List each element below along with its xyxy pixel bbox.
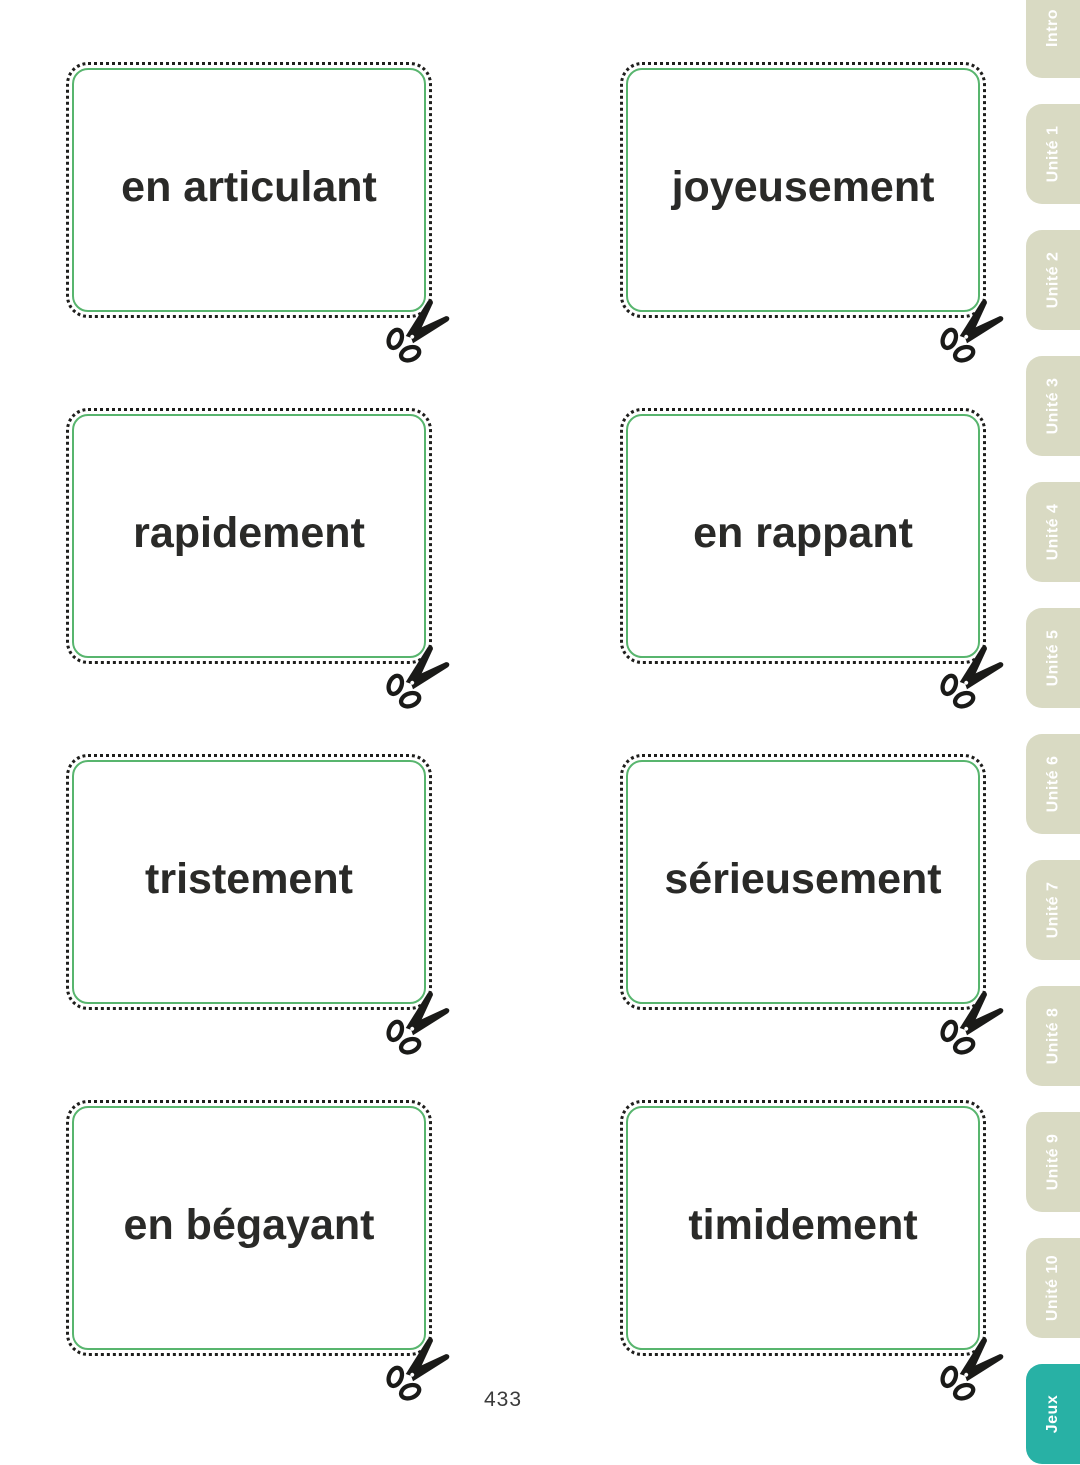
flashcard-cut-area: sérieusement	[626, 760, 980, 1004]
tab-unite-2[interactable]: Unité 2	[1026, 230, 1080, 330]
flashcard-label: en bégayant	[123, 1200, 375, 1249]
tab-unite-3[interactable]: Unité 3	[1026, 356, 1080, 456]
tab-jeux[interactable]: Jeux	[1026, 1364, 1080, 1464]
flashcard-cut-area: joyeusement	[626, 68, 980, 312]
flashcards-grid: en articulant joyeusement rapidement en …	[66, 62, 986, 1356]
flashcard-cut-area: en bégayant	[72, 1106, 426, 1350]
tab-unite-4[interactable]: Unité 4	[1026, 482, 1080, 582]
tab-unite-5[interactable]: Unité 5	[1026, 608, 1080, 708]
tab-unite-8[interactable]: Unité 8	[1026, 986, 1080, 1086]
tab-intro[interactable]: Intro	[1026, 0, 1080, 78]
flashcard-cut-area: timidement	[626, 1106, 980, 1350]
flashcard-en-begayant: en bégayant	[66, 1100, 432, 1356]
page-number: 433	[483, 1388, 523, 1411]
flashcard-serieusement: sérieusement	[620, 754, 986, 1010]
flashcard-label: en articulant	[121, 162, 377, 211]
tab-unite-10[interactable]: Unité 10	[1026, 1238, 1080, 1338]
tab-label: Unité 4	[1044, 503, 1061, 561]
tab-label: Unité 2	[1044, 251, 1061, 309]
flashcard-label: en rappant	[693, 508, 913, 557]
flashcard-label: timidement	[688, 1200, 918, 1249]
tab-label: Unité 6	[1044, 755, 1061, 813]
sidebar-tabs: Intro Unité 1 Unité 2 Unité 3 Unité 4 Un…	[1026, 0, 1080, 1465]
flashcard-label: tristement	[145, 854, 353, 903]
tab-label: Unité 8	[1044, 1007, 1061, 1065]
flashcard-label: sérieusement	[664, 854, 942, 903]
tab-label: Unité 9	[1044, 1133, 1061, 1191]
flashcard-tristement: tristement	[66, 754, 432, 1010]
flashcard-en-rappant: en rappant	[620, 408, 986, 664]
flashcard-rapidement: rapidement	[66, 408, 432, 664]
flashcard-en-articulant: en articulant	[66, 62, 432, 318]
tab-unite-1[interactable]: Unité 1	[1026, 104, 1080, 204]
tab-label: Intro	[1043, 8, 1061, 48]
tab-label: Unité 10	[1044, 1254, 1061, 1322]
tab-label: Unité 3	[1044, 377, 1061, 435]
flashcard-cut-area: rapidement	[72, 414, 426, 658]
flashcard-joyeusement: joyeusement	[620, 62, 986, 318]
flashcard-timidement: timidement	[620, 1100, 986, 1356]
flashcard-cut-area: tristement	[72, 760, 426, 1004]
flashcard-label: joyeusement	[671, 162, 935, 211]
tab-label: Unité 1	[1044, 125, 1061, 183]
tab-label: Unité 5	[1044, 629, 1061, 687]
flashcard-label: rapidement	[133, 508, 365, 557]
flashcard-cut-area: en rappant	[626, 414, 980, 658]
tab-label: Jeux	[1044, 1394, 1061, 1434]
tab-unite-6[interactable]: Unité 6	[1026, 734, 1080, 834]
flashcard-cut-area: en articulant	[72, 68, 426, 312]
tab-unite-9[interactable]: Unité 9	[1026, 1112, 1080, 1212]
tab-label: Unité 7	[1044, 881, 1061, 939]
tab-unite-7[interactable]: Unité 7	[1026, 860, 1080, 960]
